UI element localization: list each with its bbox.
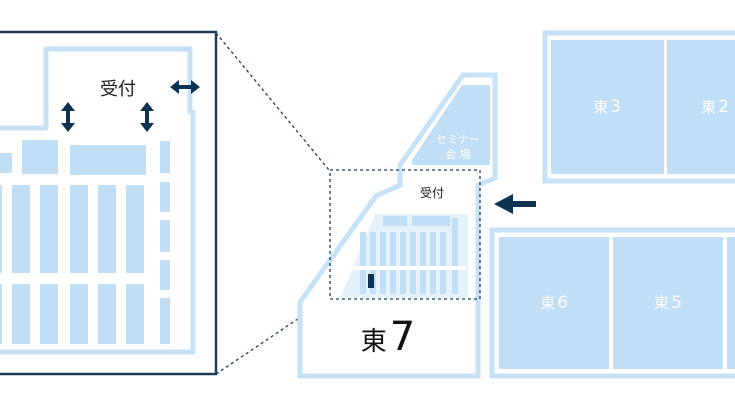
zoom-booth (160, 141, 170, 173)
reception-label: 受付 (420, 186, 444, 200)
zoom-booth (0, 284, 2, 344)
booth (380, 232, 386, 294)
zoom-booth (40, 185, 58, 273)
zoom-booth (126, 185, 144, 273)
reception-box (404, 180, 460, 204)
zoom-frame (329, 169, 481, 300)
hall-east4-partial (727, 237, 735, 369)
booth (420, 232, 426, 294)
booth (360, 232, 366, 294)
zoom-booth (160, 220, 170, 252)
zoom-booth (12, 284, 30, 344)
zoom-booth (70, 145, 146, 175)
zoom-booth (70, 185, 88, 273)
booth (383, 216, 407, 226)
double-arrow-vertical-icon (140, 102, 154, 132)
zoom-panel: 受付 (0, 30, 218, 376)
zoom-booth (12, 185, 30, 273)
seminar-hall (412, 85, 490, 165)
hall-east7-label: 東7 (361, 314, 415, 360)
zoom-booth (126, 284, 144, 344)
double-arrow-vertical-icon (61, 102, 75, 132)
zoom-inner-wall (0, 46, 196, 355)
booth (400, 232, 406, 294)
zoom-booth (160, 260, 170, 290)
highlighted-booth (368, 274, 374, 288)
zoom-booth (160, 298, 170, 344)
hall-east6 (499, 237, 609, 369)
arrow-left-icon (494, 194, 536, 214)
hall-east5 (613, 237, 723, 369)
zoom-booth (0, 153, 12, 173)
seminar-label: 会 場 (445, 148, 471, 161)
zoom-reception-label: 受付 (100, 79, 136, 100)
zoom-booth (98, 185, 116, 273)
zoom-leader-line (215, 297, 330, 375)
booth (412, 216, 450, 226)
zoom-booth (0, 185, 2, 273)
hall-east7: セミナー 会 場 受付 東7 (297, 72, 498, 379)
zoom-booth (40, 284, 58, 344)
booth (452, 218, 458, 294)
zoom-leader-line (215, 32, 330, 171)
zoom-booth (70, 284, 88, 344)
booth (440, 232, 446, 294)
hall-east3 (551, 40, 664, 174)
zoom-booth (98, 284, 116, 344)
double-arrow-horizontal-icon (170, 80, 200, 94)
booth (410, 232, 416, 294)
zoom-booth (22, 140, 58, 174)
booth (390, 232, 396, 294)
hall-east2 (667, 40, 735, 174)
booth (370, 232, 376, 294)
seminar-label: セミナー (436, 133, 480, 146)
zoom-booth (160, 182, 170, 212)
booth (430, 232, 436, 294)
